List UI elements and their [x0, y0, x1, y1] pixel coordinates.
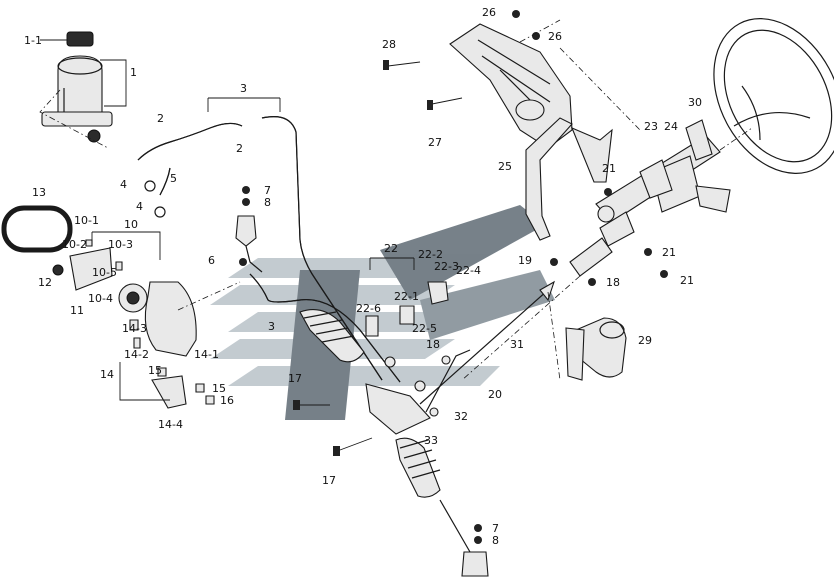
- callout-16: 16: [220, 394, 234, 407]
- callout-4: 4: [136, 200, 143, 213]
- callout-18: 18: [426, 338, 440, 351]
- callout-13: 13: [32, 186, 46, 199]
- steering-wheel: [713, 18, 834, 174]
- callout-5: 5: [170, 172, 177, 185]
- callout-8: 8: [492, 534, 499, 547]
- callout-14: 14: [100, 368, 114, 381]
- callout-3: 3: [268, 320, 275, 333]
- callout-22-5: 22-5: [412, 322, 437, 335]
- callout-23: 23: [644, 120, 658, 133]
- callout-7: 7: [264, 184, 271, 197]
- pressure-hose: [249, 273, 401, 383]
- callout-10-5: 10-5: [92, 266, 117, 279]
- callout-10-4: 10-4: [88, 292, 113, 305]
- callout-22-6: 22-6: [356, 302, 381, 315]
- rack-clamp-bracket: [365, 257, 449, 337]
- callout-labels: 1-1 1 2 2 3 3 4 4 5 6 7 7 8 8 10 10-1 10…: [24, 6, 702, 547]
- column-boot: [547, 291, 627, 381]
- callout-2: 2: [157, 112, 164, 125]
- steering-column: [461, 119, 731, 381]
- callout-28: 28: [382, 38, 396, 51]
- callout-22-3: 22-3: [434, 260, 459, 273]
- callout-26: 26: [548, 30, 562, 43]
- callout-17: 17: [288, 372, 302, 385]
- callout-3: 3: [240, 82, 247, 95]
- callout-10: 10: [124, 218, 138, 231]
- tie-rod-ends: [235, 215, 489, 577]
- callout-17: 17: [322, 474, 336, 487]
- power-steering-pump: [39, 89, 241, 409]
- callout-8: 8: [264, 196, 271, 209]
- bolts: [239, 10, 668, 544]
- callout-22-1: 22-1: [394, 290, 419, 303]
- callout-1-1: 1-1: [24, 34, 42, 47]
- reservoir: [40, 31, 127, 143]
- callout-22: 22: [384, 242, 398, 255]
- return-hose: [137, 97, 281, 218]
- column-support-bracket: [449, 19, 641, 241]
- callout-1: 1: [130, 66, 137, 79]
- callout-21: 21: [602, 162, 616, 175]
- callout-11: 11: [70, 304, 84, 317]
- callout-14-3: 14-3: [122, 322, 147, 335]
- callout-26: 26: [482, 6, 496, 19]
- callout-2: 2: [236, 142, 243, 155]
- callout-18: 18: [606, 276, 620, 289]
- callout-12: 12: [38, 276, 52, 289]
- drive-belt: [1, 205, 73, 253]
- callout-19: 19: [518, 254, 532, 267]
- callout-10-3: 10-3: [108, 238, 133, 251]
- callout-29: 29: [638, 334, 652, 347]
- callout-21: 21: [662, 246, 676, 259]
- callout-14-2: 14-2: [124, 348, 149, 361]
- steering-rack: [299, 280, 555, 498]
- return-pipe: [261, 116, 383, 381]
- callout-31: 31: [510, 338, 524, 351]
- callout-24: 24: [664, 120, 678, 133]
- callout-7: 7: [492, 522, 499, 535]
- callout-22-2: 22-2: [418, 248, 443, 261]
- small-fittings: [85, 239, 451, 417]
- callout-15: 15: [148, 364, 162, 377]
- watermark-logo: [210, 205, 555, 420]
- callout-30: 30: [688, 96, 702, 109]
- callout-20: 20: [488, 388, 502, 401]
- callout-6: 6: [208, 254, 215, 267]
- callout-33: 33: [424, 434, 438, 447]
- callout-22-4: 22-4: [456, 264, 481, 277]
- callout-10-1: 10-1: [74, 214, 99, 227]
- callout-14-1: 14-1: [194, 348, 219, 361]
- callout-21: 21: [680, 274, 694, 287]
- callout-14-4: 14-4: [158, 418, 183, 431]
- callout-25: 25: [498, 160, 512, 173]
- callout-27: 27: [428, 136, 442, 149]
- callout-15: 15: [212, 382, 226, 395]
- callout-32: 32: [454, 410, 468, 423]
- callout-4: 4: [120, 178, 127, 191]
- callout-10-2: 10-2: [62, 238, 87, 251]
